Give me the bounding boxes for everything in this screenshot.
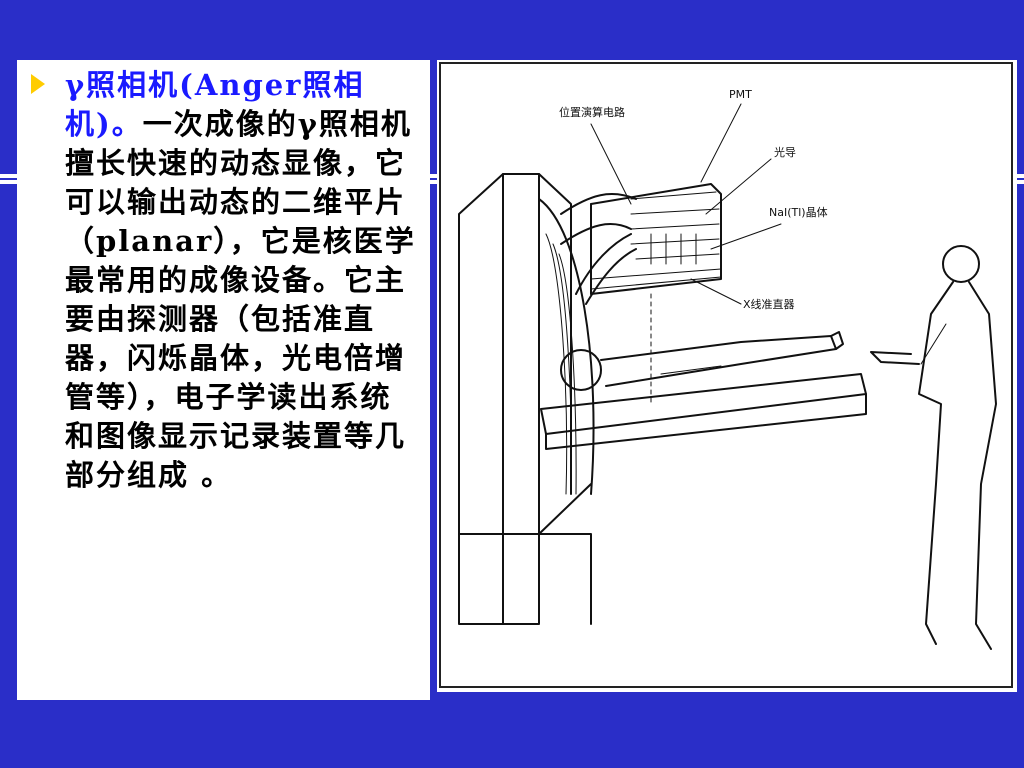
bullet-arrow-icon — [31, 74, 45, 94]
figure-panel: PMT 位置演算电路 光导 NaI(Tl)晶体 X线准直器 — [437, 60, 1017, 692]
figure-frame: PMT 位置演算电路 光导 NaI(Tl)晶体 X线准直器 — [439, 62, 1013, 688]
label-collimator: X线准直器 — [743, 297, 795, 311]
gamma-camera-illustration: PMT 位置演算电路 光导 NaI(Tl)晶体 X线准直器 — [458, 88, 997, 650]
detector-arm-drawing — [560, 193, 637, 305]
label-pmt: PMT — [729, 88, 752, 101]
text-panel: γ照相机(Anger照相机)。一次成像的γ照相机擅长快速的动态显像，它可以输出动… — [17, 60, 430, 700]
gantry-drawing — [458, 173, 595, 625]
leader-lines — [590, 103, 782, 305]
label-crystal: NaI(Tl)晶体 — [769, 205, 828, 219]
nurse-drawing — [870, 245, 997, 650]
gamma-camera-title: γ照相机(Anger照相机) — [65, 68, 365, 141]
patient-table-drawing — [540, 373, 867, 450]
patient-drawing — [560, 331, 844, 391]
description-paragraph: γ照相机(Anger照相机)。一次成像的γ照相机擅长快速的动态显像，它可以输出动… — [65, 66, 417, 495]
title-period: 。 — [111, 107, 143, 141]
detector-head-drawing — [590, 183, 722, 295]
label-position-circuit: 位置演算电路 — [559, 105, 625, 119]
description-body: 一次成像的γ照相机擅长快速的动态显像，它可以输出动态的二维平片（planar），… — [65, 107, 416, 492]
label-light-guide: 光导 — [774, 145, 796, 159]
